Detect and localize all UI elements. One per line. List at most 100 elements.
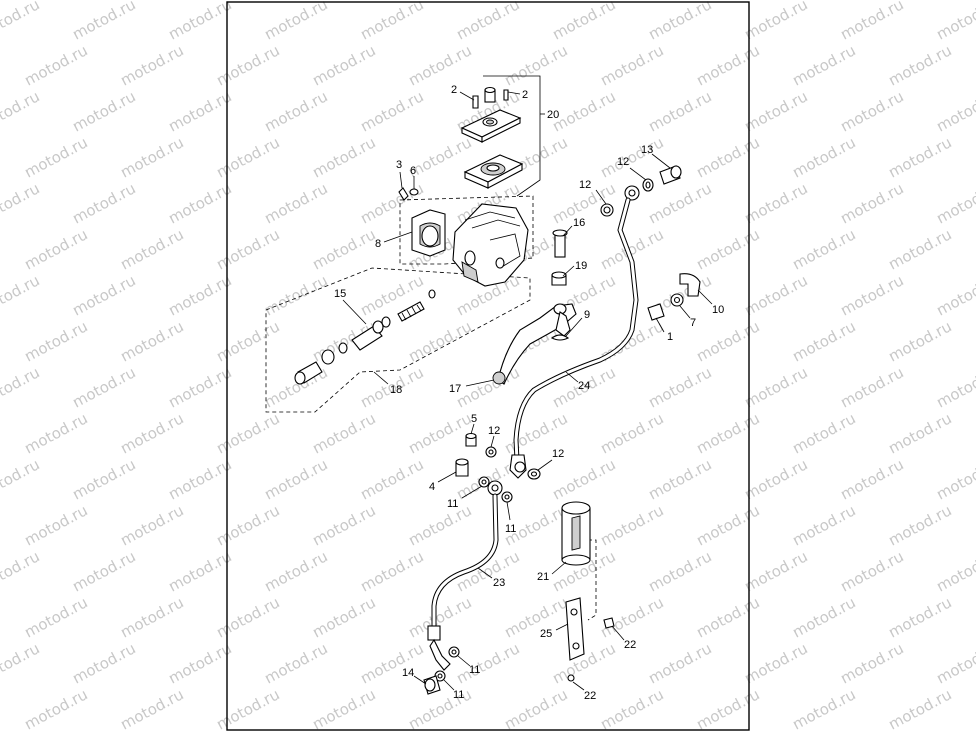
watermark-text: motod.ru	[357, 87, 426, 135]
watermark-text: motod.ru	[117, 501, 186, 549]
svg-text:12: 12	[617, 156, 629, 168]
watermark-text: motod.ru	[261, 639, 330, 687]
watermark-text: motod.ru	[933, 87, 976, 135]
watermark-text: motod.ru	[837, 455, 906, 503]
diagram-frame	[226, 1, 750, 731]
svg-text:14: 14	[402, 667, 414, 679]
callout-17: 17	[449, 379, 495, 395]
watermark-text: motod.ru	[117, 593, 186, 641]
watermark-text: motod.ru	[0, 87, 43, 135]
screw-5	[465, 432, 477, 447]
watermark-text: motod.ru	[933, 639, 976, 687]
watermark-text: motod.ru	[645, 0, 714, 44]
watermark-text: motod.ru	[549, 639, 618, 687]
watermark-text: motod.ru	[21, 593, 90, 641]
callout-13: 13	[641, 144, 671, 169]
watermark-text: motod.ru	[261, 87, 330, 135]
watermark-text: motod.ru	[0, 179, 43, 227]
watermark-text: motod.ru	[117, 133, 186, 181]
clamp-8	[411, 209, 446, 257]
watermark-text: motod.ru	[213, 685, 282, 732]
callout-5: 5	[470, 413, 477, 435]
watermark-text: motod.ru	[165, 87, 234, 135]
callout-7: 7	[679, 305, 696, 329]
washer-11-c	[448, 646, 460, 658]
watermark-text: motod.ru	[0, 639, 43, 687]
svg-text:2: 2	[522, 89, 528, 101]
svg-text:22: 22	[584, 690, 596, 702]
watermark-text: motod.ru	[501, 41, 570, 89]
watermark-text: motod.ru	[885, 317, 954, 365]
callout-14: 14	[402, 667, 427, 685]
svg-text:11: 11	[447, 498, 458, 510]
watermark-text: motod.ru	[693, 225, 762, 273]
reservoir-cover-20	[460, 86, 524, 189]
watermark-text: motod.ru	[261, 547, 330, 595]
callout-18: 18	[373, 371, 402, 396]
watermark-text: motod.ru	[357, 455, 426, 503]
svg-text:24: 24	[578, 380, 590, 392]
callout-2b: 2	[507, 89, 528, 101]
svg-text:6: 6	[410, 165, 416, 177]
watermark-text: motod.ru	[693, 133, 762, 181]
washer-12-c	[485, 446, 497, 458]
watermark-text: motod.ru	[693, 409, 762, 457]
svg-text:20: 20	[547, 109, 559, 121]
callout-12d: 12	[537, 448, 564, 471]
clip-9	[550, 334, 570, 341]
watermark-text: motod.ru	[69, 363, 138, 411]
watermark-text: motod.ru	[0, 363, 43, 411]
watermark-text: motod.ru	[597, 41, 666, 89]
watermark-text: motod.ru	[213, 409, 282, 457]
watermark-text: motod.ru	[933, 179, 976, 227]
watermark-text: motod.ru	[21, 409, 90, 457]
watermark-text: motod.ru	[789, 225, 858, 273]
svg-text:12: 12	[552, 448, 564, 460]
bolt-4	[455, 458, 469, 477]
watermark-text: motod.ru	[693, 41, 762, 89]
svg-text:15: 15	[334, 288, 346, 300]
watermark-text: motod.ru	[741, 179, 810, 227]
watermark-text: motod.ru	[405, 501, 474, 549]
watermark-text: motod.ru	[213, 225, 282, 273]
watermark-text: motod.ru	[69, 0, 138, 44]
callout-2a: 2	[451, 84, 475, 101]
watermark-text: motod.ru	[261, 0, 330, 44]
svg-text:12: 12	[579, 179, 591, 191]
watermark-text: motod.ru	[261, 179, 330, 227]
watermark-text: motod.ru	[789, 409, 858, 457]
watermark-text: motod.ru	[597, 409, 666, 457]
svg-text:11: 11	[453, 689, 464, 701]
svg-text:10: 10	[712, 304, 724, 316]
svg-text:21: 21	[537, 571, 549, 583]
watermark-text: motod.ru	[885, 593, 954, 641]
watermark-text: motod.ru	[885, 225, 954, 273]
watermark-text: motod.ru	[837, 271, 906, 319]
callout-25: 25	[540, 623, 569, 640]
watermark-text: motod.ru	[741, 271, 810, 319]
watermark-text: motod.ru	[645, 363, 714, 411]
watermark-text: motod.ru	[309, 501, 378, 549]
watermark-text: motod.ru	[69, 639, 138, 687]
svg-text:17: 17	[449, 383, 461, 395]
watermark-text: motod.ru	[837, 0, 906, 44]
washer-12-mid	[600, 203, 614, 217]
watermark-text: motod.ru	[69, 271, 138, 319]
watermark-text: motod.ru	[693, 685, 762, 732]
watermark-text: motod.ru	[165, 179, 234, 227]
callout-11c: 11	[457, 655, 480, 676]
callout-10: 10	[697, 289, 724, 316]
watermark-text: motod.ru	[213, 593, 282, 641]
watermark-text: motod.ru	[69, 455, 138, 503]
watermark-text: motod.ru	[885, 685, 954, 732]
piston-kit-15	[294, 289, 436, 385]
svg-text:5: 5	[471, 413, 477, 425]
watermark-text: motod.ru	[693, 593, 762, 641]
callout-22b: 22	[572, 681, 596, 702]
assembly-box-18	[265, 267, 531, 413]
watermark-text: motod.ru	[789, 501, 858, 549]
washer-11-a	[478, 476, 490, 488]
watermark-text: motod.ru	[21, 501, 90, 549]
bracket-25	[565, 597, 585, 661]
callout-19: 19	[562, 260, 587, 277]
